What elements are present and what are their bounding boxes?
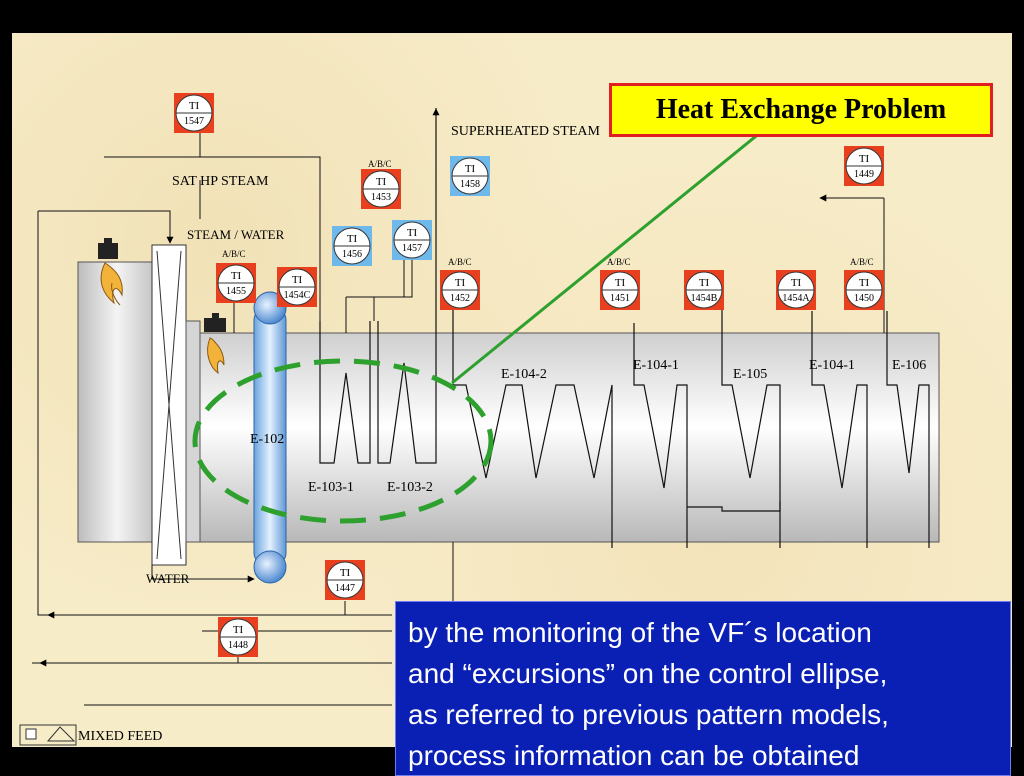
- svg-text:1453: 1453: [371, 192, 391, 203]
- coil-e104-1b: [811, 311, 868, 548]
- coil-link: [687, 501, 781, 512]
- abc-ti1452: A/B/C: [448, 257, 472, 267]
- coil-e103-1: [319, 321, 371, 464]
- label-e103-2: E-103-2: [387, 480, 433, 495]
- svg-text:TI: TI: [233, 624, 244, 636]
- note-line-2: and “excursions” on the control ellipse,: [408, 658, 888, 689]
- svg-text:1454B: 1454B: [691, 293, 718, 304]
- label-superheated-steam: SUPERHEATED STEAM: [451, 124, 601, 139]
- svg-text:TI: TI: [699, 277, 710, 289]
- green-arrow: [451, 113, 785, 385]
- label-steam-water: STEAM / WATER: [187, 227, 285, 242]
- note-line-4: process information can be obtained: [408, 740, 860, 771]
- burner-icon: [98, 238, 123, 306]
- label-e102: E-102: [250, 432, 284, 447]
- mixed-feed-icon: [19, 724, 77, 746]
- svg-text:TI: TI: [340, 567, 351, 579]
- piping: [32, 108, 885, 706]
- svg-text:1449: 1449: [854, 169, 874, 180]
- svg-text:1451: 1451: [610, 293, 630, 304]
- svg-text:1447: 1447: [335, 583, 355, 594]
- explanation-textbox: by the monitoring of the VF´s location a…: [395, 601, 1011, 776]
- svg-text:1456: 1456: [342, 249, 362, 260]
- coil-group: [319, 108, 930, 548]
- label-e104-1b: E-104-1: [809, 358, 855, 373]
- instrument-ti1454a: TI 1454A: [776, 270, 816, 310]
- instrument-ti1453: TI 1453: [361, 169, 401, 209]
- instrument-ti1447: TI 1447: [325, 560, 365, 600]
- svg-text:1547: 1547: [184, 116, 204, 127]
- svg-text:1448: 1448: [228, 640, 248, 651]
- svg-text:TI: TI: [455, 277, 466, 289]
- svg-text:1454C: 1454C: [284, 290, 311, 301]
- convection-section: [199, 332, 940, 543]
- instrument-ti1454b: TI 1454B: [684, 270, 724, 310]
- svg-text:TI: TI: [615, 277, 626, 289]
- instrument-ti1449: TI 1449: [844, 146, 884, 186]
- label-sat-hp-steam: SAT HP STEAM: [172, 174, 269, 189]
- coil-e105: [721, 303, 781, 548]
- process-diagram: SUPERHEATED STEAM SAT HP STEAM STEAM / W…: [19, 93, 940, 746]
- svg-text:1454A: 1454A: [782, 293, 810, 304]
- note-line-3: as referred to previous pattern models,: [408, 699, 889, 730]
- abc-ti1451: A/B/C: [607, 257, 631, 267]
- svg-text:TI: TI: [859, 277, 870, 289]
- note-line-1: by the monitoring of the VF´s location: [408, 617, 872, 648]
- coil-e106: [886, 311, 930, 548]
- svg-text:TI: TI: [189, 100, 200, 112]
- label-e103-1: E-103-1: [308, 480, 354, 495]
- svg-text:TI: TI: [347, 233, 358, 245]
- svg-text:1455: 1455: [226, 286, 246, 297]
- svg-text:TI: TI: [407, 227, 418, 239]
- svg-text:TI: TI: [376, 176, 387, 188]
- svg-text:TI: TI: [791, 277, 802, 289]
- svg-text:TI: TI: [465, 163, 476, 175]
- label-mixed-feed: MIXED FEED: [78, 729, 162, 744]
- burner-icon-small: [204, 313, 226, 375]
- label-e104-1a: E-104-1: [633, 358, 679, 373]
- coil-e104-2: [452, 278, 613, 548]
- abc-ti1450: A/B/C: [850, 257, 874, 267]
- svg-text:TI: TI: [231, 270, 242, 282]
- slide-title: Heat Exchange Problem: [609, 83, 993, 137]
- svg-text:1458: 1458: [460, 179, 480, 190]
- instrument-ti1448: TI 1448: [218, 617, 258, 657]
- svg-text:TI: TI: [859, 153, 870, 165]
- label-e105: E-105: [733, 367, 767, 382]
- svg-text:1452: 1452: [450, 293, 470, 304]
- column-cross: [156, 250, 182, 560]
- furnace-radiant-box: [77, 261, 157, 543]
- coil-e103-2: [377, 108, 437, 464]
- instrument-ti1451: TI 1451: [600, 270, 640, 310]
- instrument-ti1456: TI 1456: [332, 226, 372, 266]
- label-water: WATER: [146, 571, 190, 586]
- svg-text:1457: 1457: [402, 243, 422, 254]
- coil-e104-1a: [633, 323, 688, 548]
- steam-drum-e102: [253, 291, 287, 584]
- control-ellipse: [192, 358, 494, 524]
- instrument-ti1457: TI 1457: [392, 220, 432, 260]
- abc-ti1455: A/B/C: [222, 249, 246, 259]
- slide: SUPERHEATED STEAM SAT HP STEAM STEAM / W…: [12, 33, 1012, 776]
- instrument-ti1458: TI 1458: [450, 156, 490, 196]
- instrument-ti1547: TI 1547: [174, 93, 214, 133]
- svg-text:TI: TI: [292, 274, 303, 286]
- svg-text:1450: 1450: [854, 293, 874, 304]
- column-side: [185, 320, 201, 543]
- instrument-ti1455: TI 1455: [216, 263, 256, 303]
- abc-ti1453: A/B/C: [368, 159, 392, 169]
- instrument-ti1450: TI 1450: [844, 270, 884, 310]
- instrument-ti1452: TI 1452: [440, 270, 480, 310]
- instrument-ti1454c: TI 1454C: [277, 267, 317, 307]
- label-e104-2: E-104-2: [501, 367, 547, 382]
- label-e106: E-106: [892, 358, 926, 373]
